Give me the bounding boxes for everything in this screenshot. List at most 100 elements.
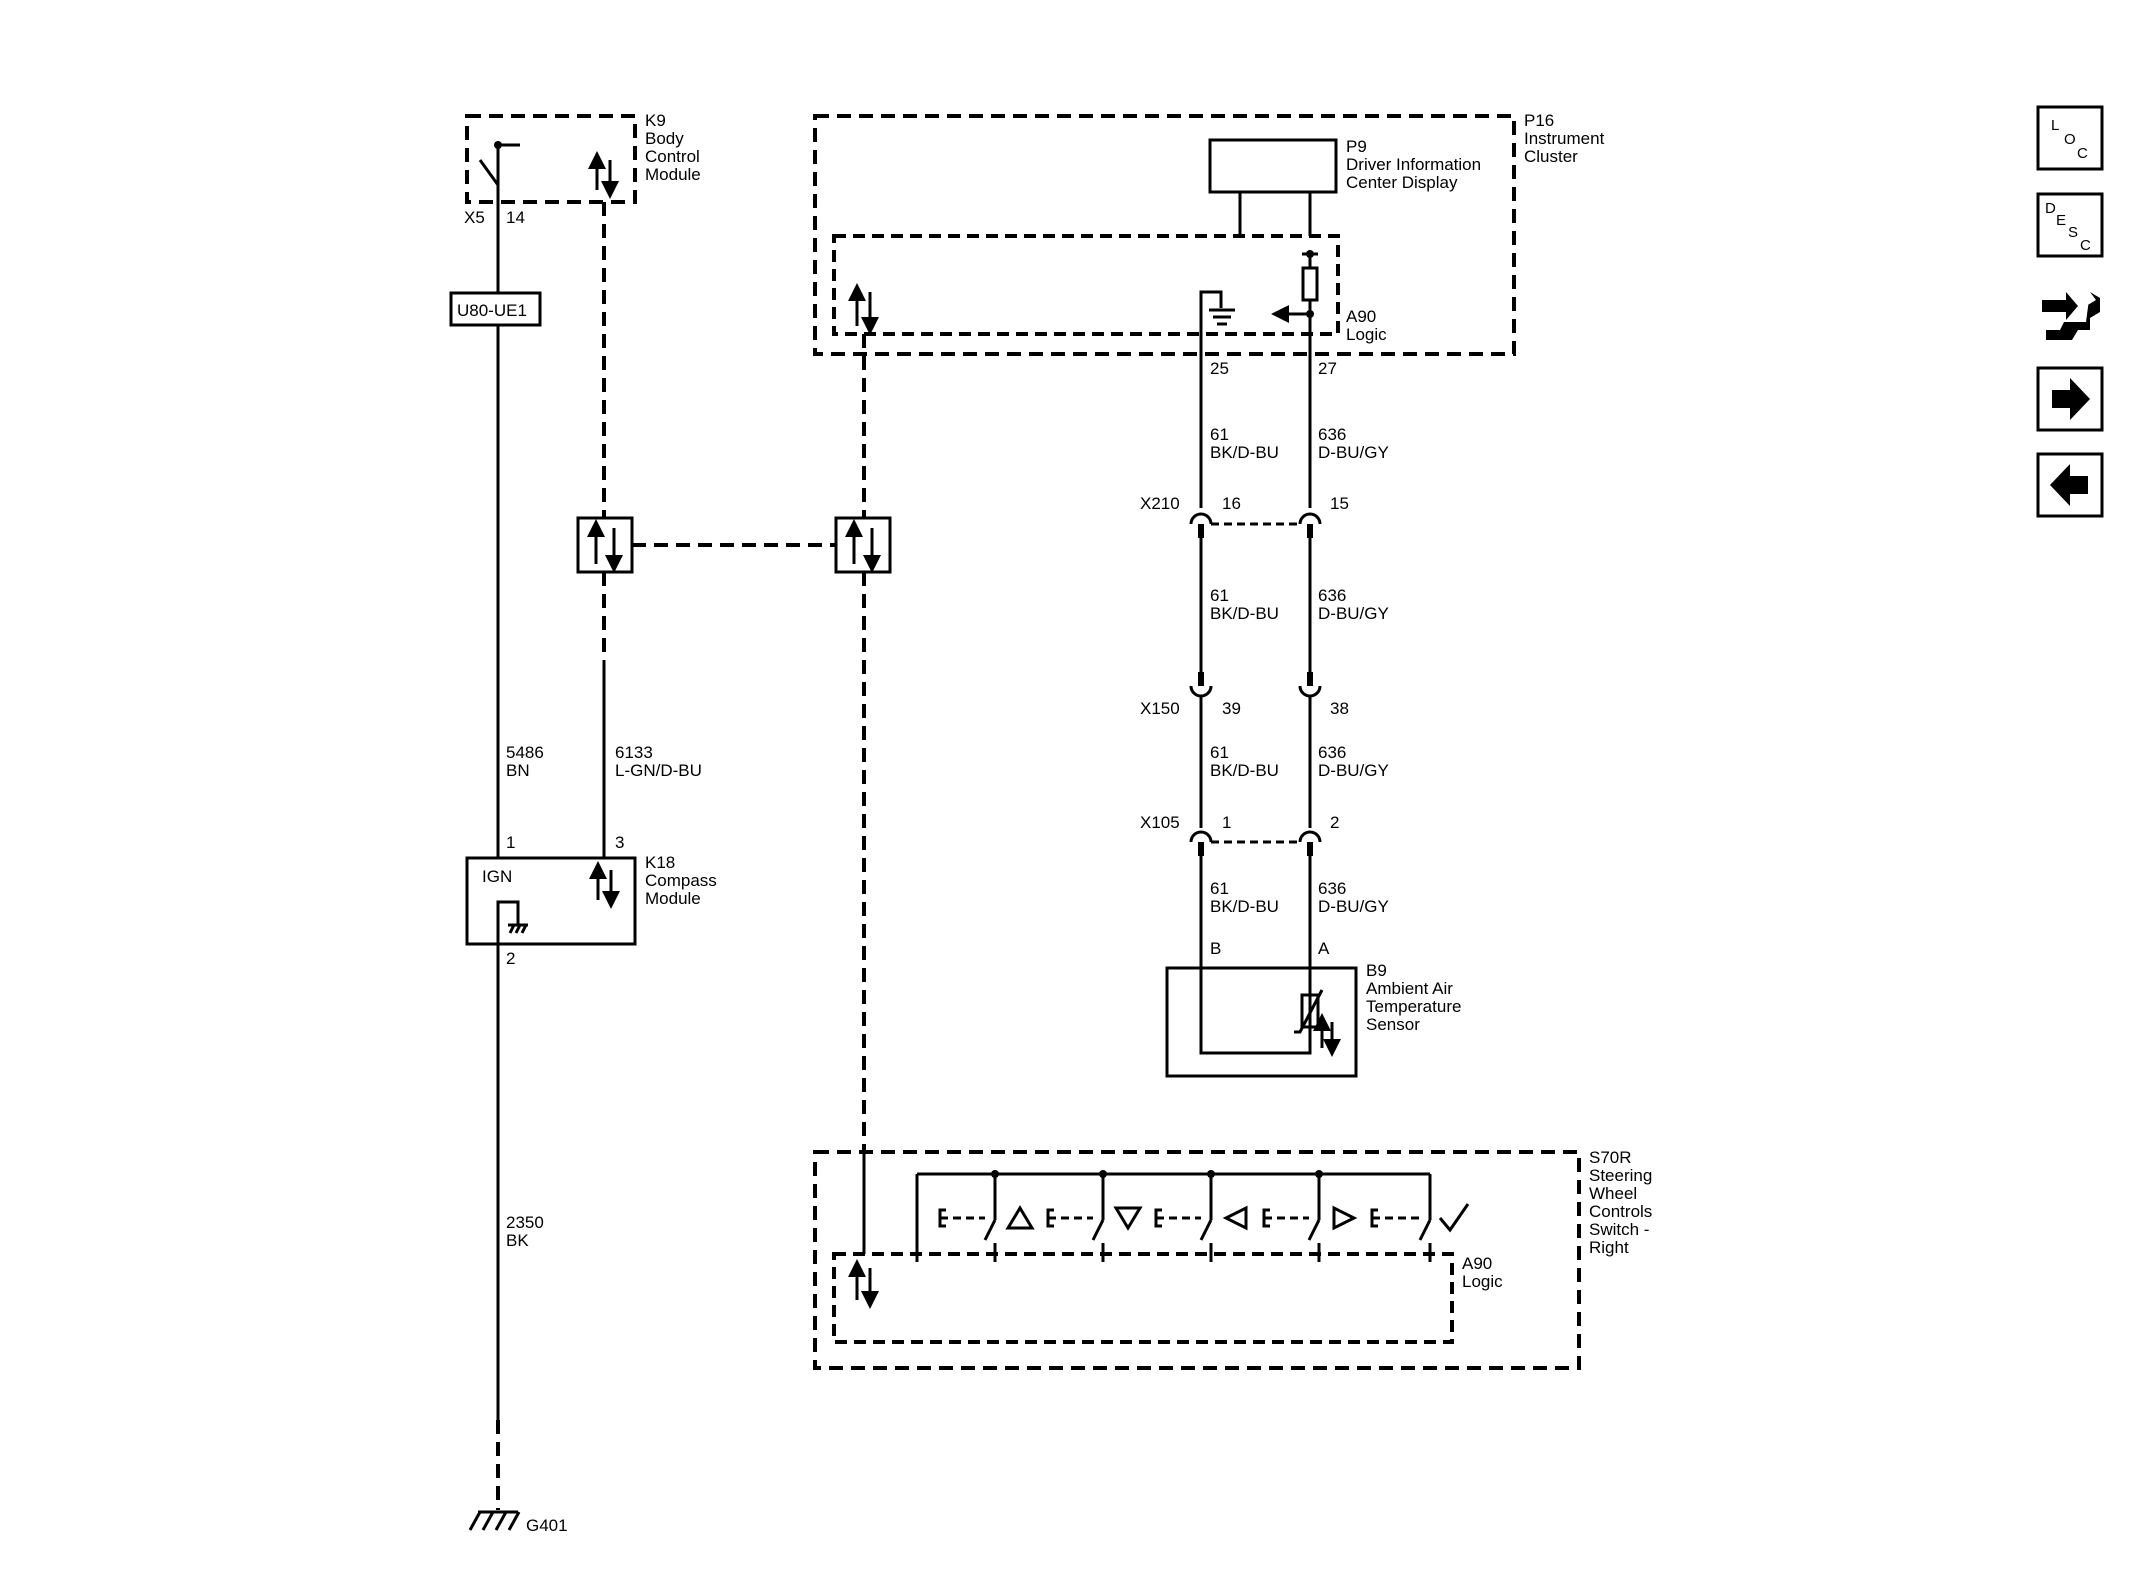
k9-pin-14: 14	[506, 208, 525, 227]
x105-id: X105	[1140, 813, 1180, 832]
k18-compass-module: 1 3 IGN K18 Compass Module 2	[465, 833, 717, 968]
x150-pin-39: 39	[1222, 699, 1241, 718]
connector-x210: X210 16 15	[1140, 494, 1349, 538]
s70r-steering-wheel-controls-switch: S70R Steering Wheel Controls Switch - Ri…	[813, 1148, 1652, 1370]
k18-id: K18	[645, 853, 675, 872]
s70r-name-2: Wheel	[1589, 1184, 1637, 1203]
wire-636-color: D-BU/GY	[1318, 761, 1389, 780]
connector-x105: X105 1 2	[1140, 813, 1339, 856]
k18-pin-3: 3	[615, 833, 624, 852]
k18-name-2: Module	[645, 889, 701, 908]
desc-letter-s: S	[2068, 224, 2078, 241]
triangle-right-icon	[1332, 1205, 1358, 1231]
s70r-name-3: Controls	[1589, 1202, 1652, 1221]
k18-pin-1: 1	[506, 833, 515, 852]
p16-pin-27: 27	[1318, 359, 1337, 378]
p16-name-1: Instrument	[1524, 129, 1605, 148]
s70r-logic: A90 Logic	[832, 1252, 1503, 1344]
k9-name-1: Body	[645, 129, 684, 148]
triangle-left-icon	[1222, 1205, 1248, 1231]
wire-636-circuit: 636	[1318, 743, 1346, 762]
signal-ground-icon	[1199, 290, 1235, 354]
checkmark-icon	[1438, 1203, 1470, 1233]
k9-id: K9	[645, 111, 666, 130]
b9-id: B9	[1366, 961, 1387, 980]
k18-name-1: Compass	[645, 871, 717, 890]
wire-2350-color: BK	[506, 1231, 529, 1250]
s70r-name-5: Right	[1589, 1238, 1629, 1257]
k9-connector-id: X5	[464, 208, 485, 227]
x210-pin-16: 16	[1222, 494, 1241, 513]
p9-name-2: Center Display	[1346, 173, 1458, 192]
wire-2350-circuit: 2350	[506, 1213, 544, 1232]
p9-name-1: Driver Information	[1346, 155, 1481, 174]
bidirectional-data-icon	[848, 1259, 879, 1309]
s70r-id: S70R	[1589, 1148, 1632, 1167]
p16-instrument-cluster: P16 Instrument Cluster P9 Driver Informa…	[813, 111, 1605, 378]
wire-6133-circuit: 6133	[615, 743, 653, 762]
wire-636-color: D-BU/GY	[1318, 897, 1389, 916]
s70r-logic-name: Logic	[1462, 1272, 1503, 1291]
k9-body-control-module: K9 Body Control Module X5 14	[464, 111, 701, 227]
triangle-down-icon	[1113, 1206, 1143, 1231]
b9-pin-a: A	[1318, 939, 1330, 958]
switch-down	[1046, 1170, 1143, 1262]
wire-5486-circuit: 5486	[506, 743, 544, 762]
fuse-label: U80-UE1	[457, 301, 527, 320]
p16-pin-25: 25	[1210, 359, 1229, 378]
loc-letter-c: C	[2077, 145, 2088, 162]
bidirectional-data-icon	[588, 151, 619, 199]
arrow-right-button[interactable]	[2036, 366, 2104, 432]
switch-right	[1262, 1170, 1358, 1262]
k9-name-2: Control	[645, 147, 700, 166]
switch-up	[938, 1170, 1035, 1262]
description-button[interactable]: D E S C	[2036, 192, 2104, 258]
triangle-up-icon	[1005, 1205, 1035, 1230]
k18-ground-icon	[496, 900, 528, 944]
switch-left	[1154, 1170, 1248, 1262]
p9-driver-information-display: P9 Driver Information Center Display	[1208, 137, 1481, 236]
location-button[interactable]: L O C	[2036, 105, 2104, 171]
p16-logic-id: A90	[1346, 307, 1376, 326]
arrow-left-button[interactable]	[2036, 452, 2104, 518]
k18-pin-2: 2	[506, 949, 515, 968]
desc-letter-d: D	[2045, 200, 2056, 217]
s70r-name-1: Steering	[1589, 1166, 1652, 1185]
wire-5486-color: BN	[506, 761, 530, 780]
switch-select	[1370, 1174, 1470, 1262]
wire-61-color: BK/D-BU	[1210, 761, 1279, 780]
wire-61-circuit: 61	[1210, 586, 1229, 605]
bidirectional-data-icon	[589, 861, 620, 909]
x150-id: X150	[1140, 699, 1180, 718]
wire-61-color: BK/D-BU	[1210, 897, 1279, 916]
wire-636-color: D-BU/GY	[1318, 604, 1389, 623]
x105-pin-1: 1	[1222, 813, 1231, 832]
wire-6133-color: L-GN/D-BU	[615, 761, 702, 780]
arrow-left-icon	[2050, 464, 2088, 506]
wire-61-circuit: 61	[1210, 425, 1229, 444]
s70r-name-4: Switch -	[1589, 1220, 1649, 1239]
b9-pin-b: B	[1210, 939, 1221, 958]
p16-logic-name: Logic	[1346, 325, 1387, 344]
loc-letter-o: O	[2064, 131, 2076, 148]
wire-61-color: BK/D-BU	[1210, 604, 1279, 623]
p9-id: P9	[1346, 137, 1367, 156]
s70r-logic-id: A90	[1462, 1254, 1492, 1273]
b9-name-2: Temperature	[1366, 997, 1461, 1016]
b9-name-3: Sensor	[1366, 1015, 1420, 1034]
wire-636-circuit: 636	[1318, 425, 1346, 444]
bidirectional-data-icon	[848, 283, 879, 335]
desc-letter-c: C	[2080, 237, 2091, 254]
x105-pin-2: 2	[1330, 813, 1339, 832]
wire-636-circuit: 636	[1318, 879, 1346, 898]
data-gateway-left	[576, 516, 634, 574]
wire-636-color: D-BU/GY	[1318, 443, 1389, 462]
loc-letter-l: L	[2051, 117, 2059, 134]
pullup-resistor-icon	[1271, 250, 1319, 354]
connector-wrench-icon[interactable]	[2036, 278, 2104, 344]
ground-id: G401	[526, 1516, 568, 1535]
k18-ign-label: IGN	[482, 867, 512, 886]
fuse-u80-ue1: U80-UE1	[449, 291, 542, 327]
x210-pin-15: 15	[1330, 494, 1349, 513]
